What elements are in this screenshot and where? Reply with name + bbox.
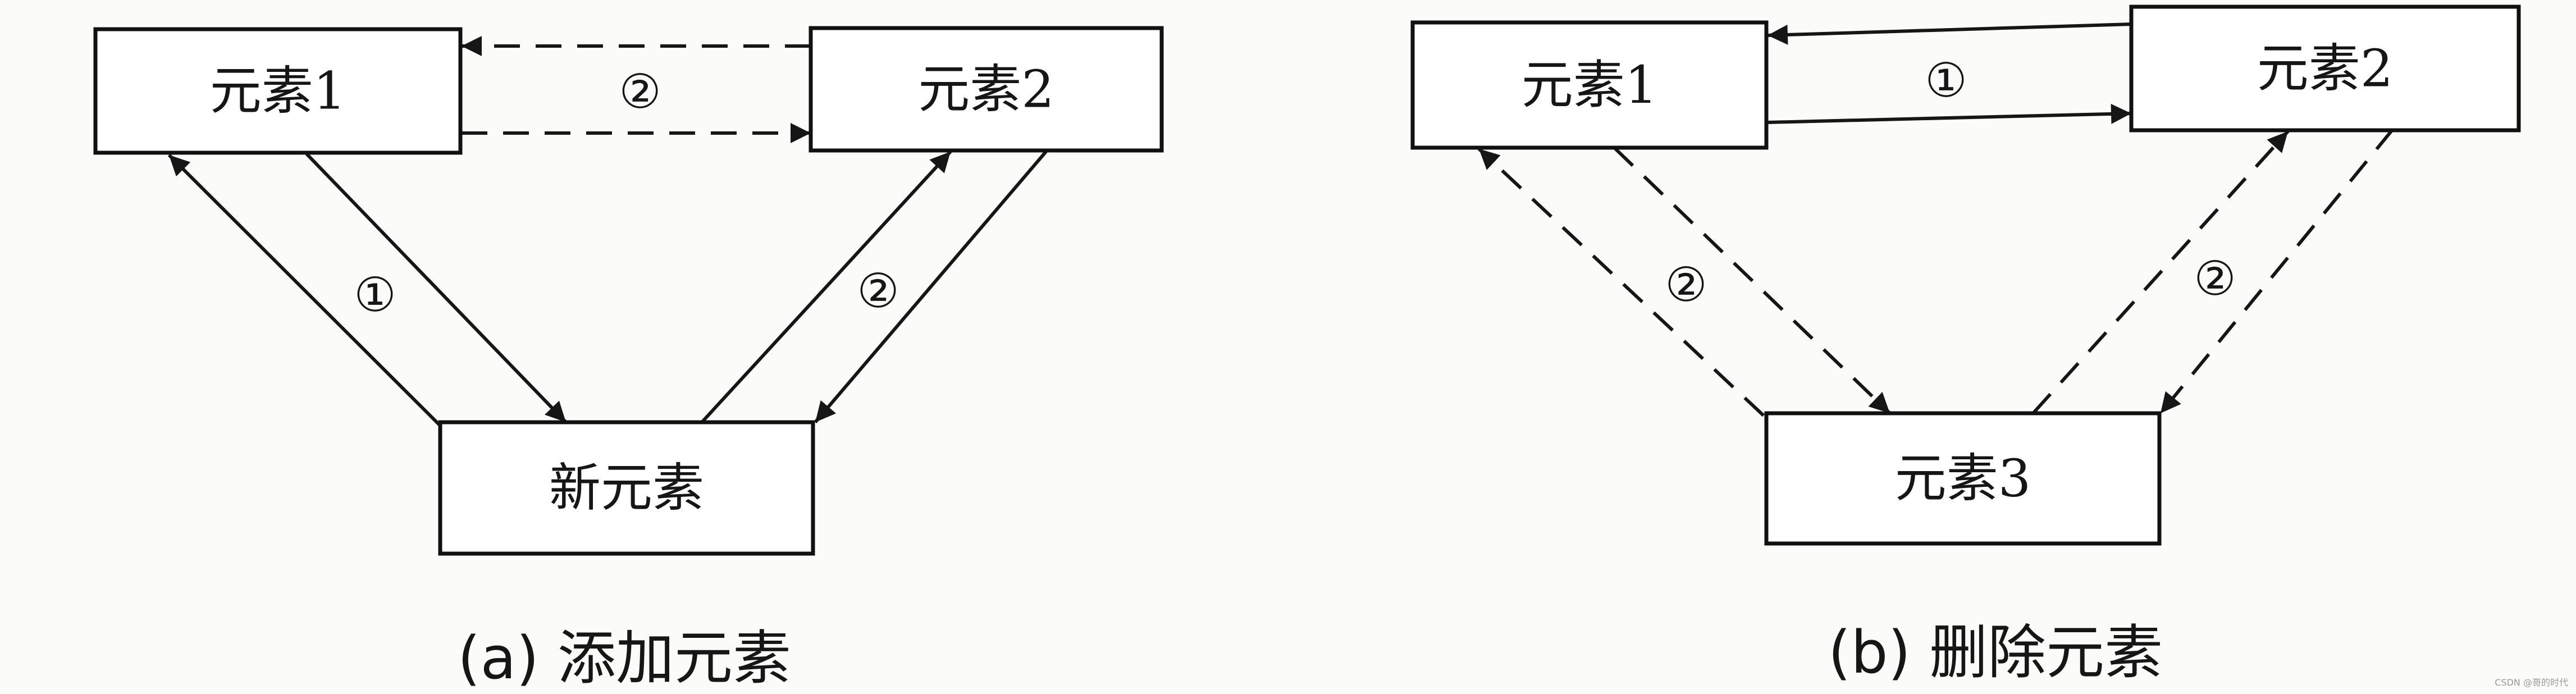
panel-add-element: 元素1 元素2 新元素 ② ① ② (a) 添加元素 xyxy=(93,26,1164,692)
node-b-element2: 元素2 xyxy=(2129,4,2521,133)
step-number-label: ① xyxy=(1925,53,1967,108)
arrow-b-e3-to-e1 xyxy=(1477,147,1765,417)
panel-delete-element: 元素1 元素2 元素3 ① ② ② (b) 删除元素 xyxy=(1410,4,2521,687)
panel-caption: (a) 添加元素 xyxy=(458,624,791,692)
node-label: 新元素 xyxy=(549,458,704,518)
node-label: 元素3 xyxy=(1895,449,2031,509)
step-number-label: ② xyxy=(619,64,661,119)
arrow-b-e1-to-e2 xyxy=(1767,103,2132,124)
node-box xyxy=(1764,411,2162,546)
step-number-label: ② xyxy=(1665,257,1707,312)
node-label: 元素2 xyxy=(2257,39,2394,99)
arrow-a-e1-to-new xyxy=(305,152,568,424)
arrow-b-e3-to-e2 xyxy=(2031,130,2290,415)
node-box xyxy=(438,420,815,556)
node-b-element3: 元素3 xyxy=(1764,411,2162,546)
node-box xyxy=(1410,20,1769,150)
arrow-b-e2-to-e3 xyxy=(2159,128,2395,414)
panel-caption: (b) 删除元素 xyxy=(1828,618,2163,687)
arrow-a-e2-to-new xyxy=(814,150,1048,423)
node-b-element1: 元素1 xyxy=(1410,20,1769,150)
step-number-label: ① xyxy=(354,267,396,322)
step-number-label: ② xyxy=(2194,251,2236,306)
arrow-b-e2-to-e1 xyxy=(1767,22,2132,45)
node-box xyxy=(93,27,463,155)
arrow-b-e1-to-e3 xyxy=(1613,146,1892,415)
node-label: 元素1 xyxy=(210,61,346,121)
node-label: 元素2 xyxy=(918,60,1054,120)
arrow-a-new-to-e2 xyxy=(700,150,952,424)
node-label: 元素1 xyxy=(1522,55,1658,115)
arrow-a-new-to-e1 xyxy=(167,153,441,427)
node-box xyxy=(2129,4,2521,133)
node-a-element1: 元素1 xyxy=(93,27,463,155)
step-number-label: ② xyxy=(857,263,899,318)
node-a-new-element: 新元素 xyxy=(438,420,815,556)
node-box xyxy=(809,26,1164,153)
watermark: CSDN @哥的时代 xyxy=(2495,677,2568,688)
node-a-element2: 元素2 xyxy=(809,26,1164,153)
